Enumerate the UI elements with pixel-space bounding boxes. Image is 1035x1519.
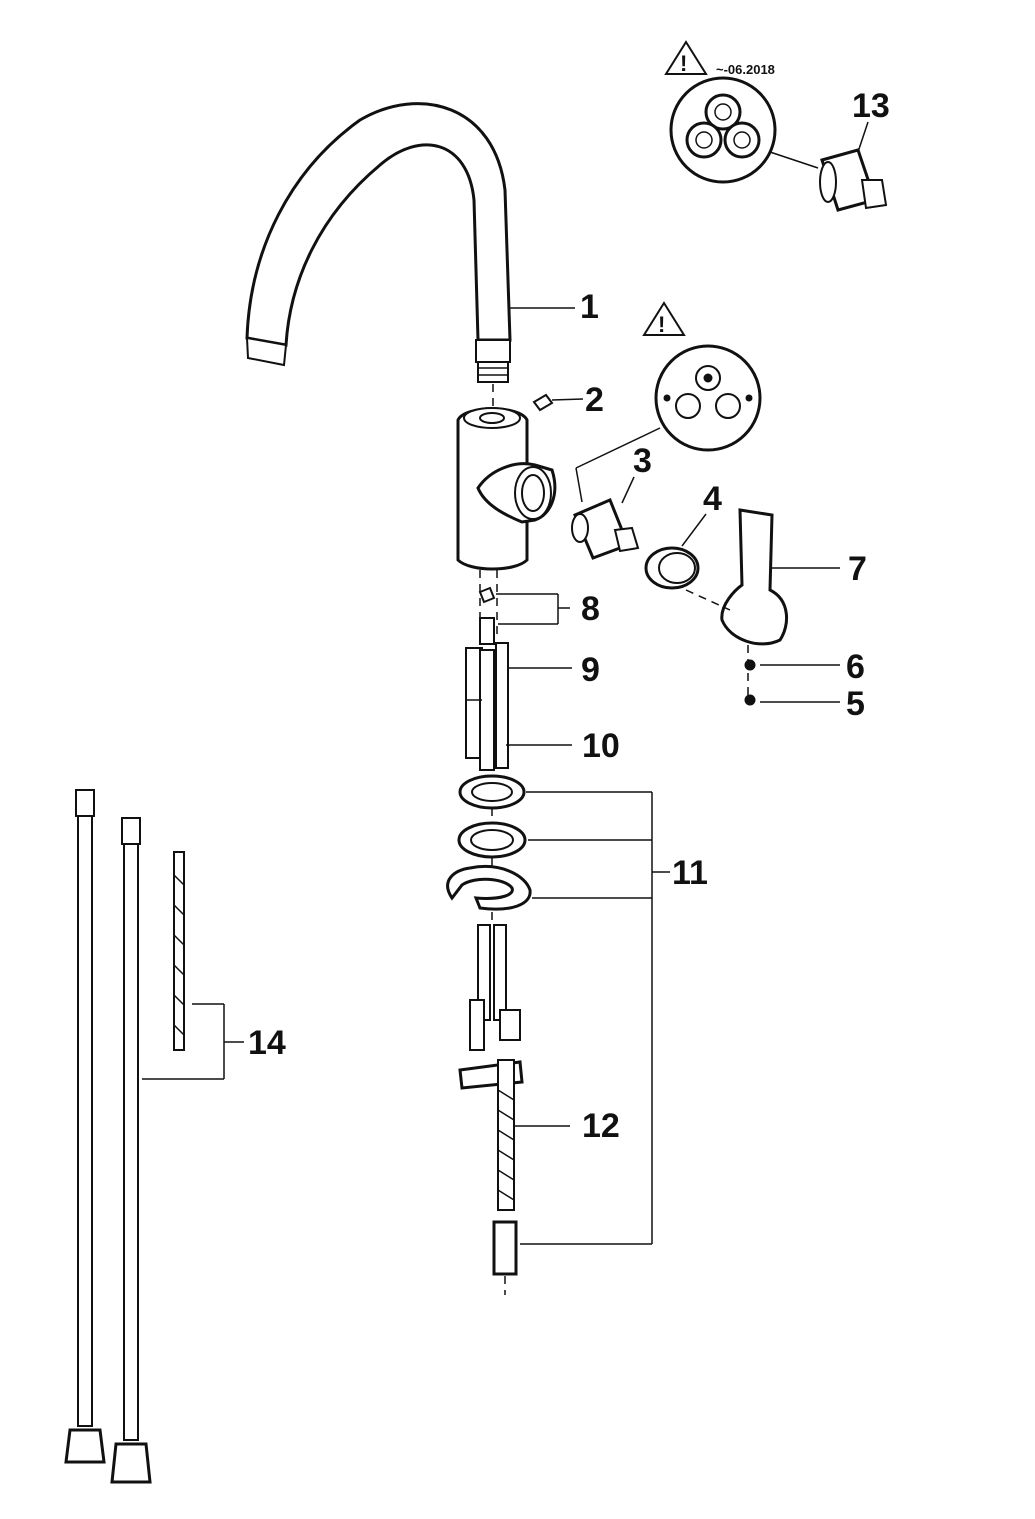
part-label-6: 6 — [846, 648, 865, 686]
part-label-8: 8 — [581, 590, 600, 628]
part-label-11: 11 — [672, 854, 708, 892]
supply-tubes — [465, 617, 572, 771]
part-label-3: 3 — [633, 442, 652, 480]
warning-date: ~-06.2018 — [716, 62, 775, 77]
seal-set — [478, 586, 570, 625]
mixer-body — [456, 407, 557, 640]
warning-mark: ! — [658, 312, 665, 337]
part-label-7: 7 — [848, 550, 867, 588]
part-label-10: 10 — [582, 727, 620, 765]
cartridge-13-detail-view — [669, 76, 819, 184]
part-label-13: 13 — [852, 87, 890, 125]
cartridge — [571, 476, 640, 560]
warning-sign-13: ! ~-06.2018 — [664, 40, 775, 77]
part-label-12: 12 — [582, 1107, 620, 1145]
cover-cap — [744, 694, 840, 706]
lever-screw — [744, 659, 840, 671]
grub-screw — [532, 393, 584, 412]
part-label-5: 5 — [846, 685, 865, 723]
part-label-2: 2 — [585, 381, 604, 419]
part-label-4: 4 — [703, 480, 722, 518]
lever-handle — [685, 508, 840, 695]
cartridge-detail-view — [575, 344, 762, 503]
spout — [245, 102, 512, 410]
part-label-1: 1 — [580, 288, 599, 326]
part-label-9: 9 — [581, 651, 600, 689]
flexible-hoses — [64, 789, 244, 1484]
part-label-14: 14 — [248, 1024, 286, 1062]
warning-sign-3: ! — [642, 301, 686, 337]
cartridge-13 — [819, 121, 888, 212]
fixing-set — [446, 774, 670, 1245]
cartridge-nut — [644, 513, 707, 590]
warning-mark: ! — [680, 51, 687, 76]
threaded-rod-assembly — [458, 924, 570, 1295]
